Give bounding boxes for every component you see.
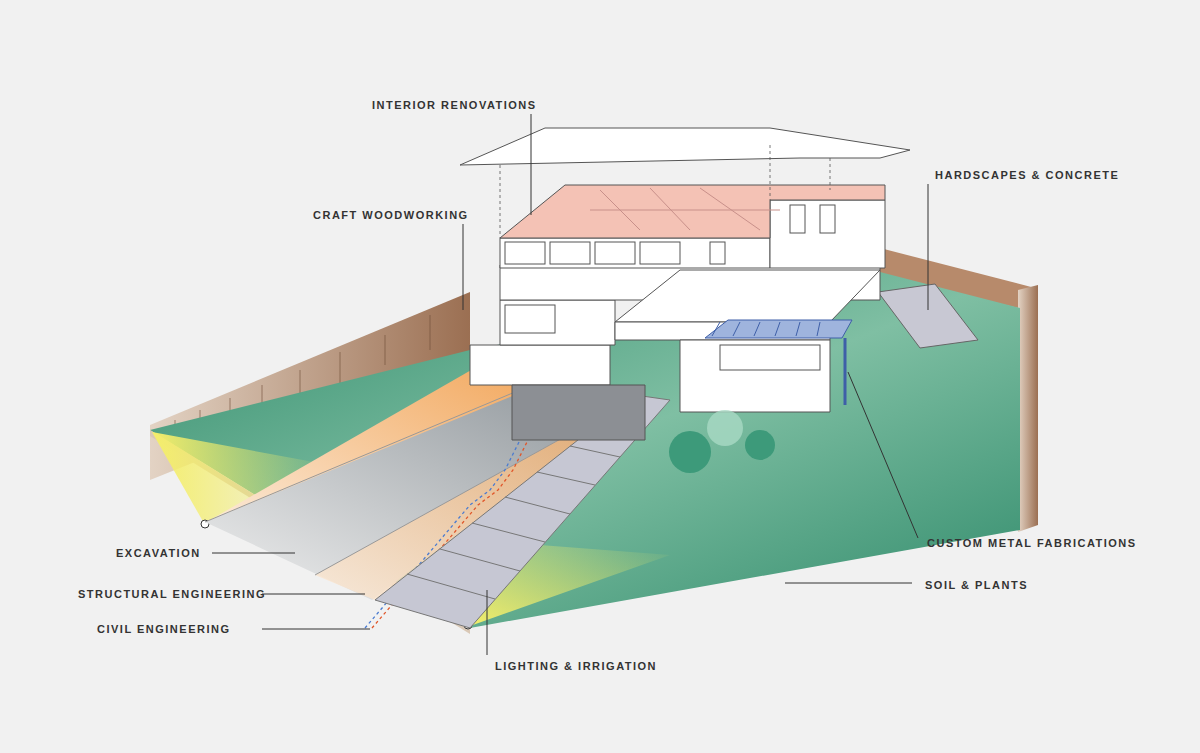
illustration-line [700, 188, 760, 230]
illustration-polygon [460, 128, 910, 165]
illustration-polyline [848, 372, 918, 538]
callout-label: INTERIOR RENOVATIONS [372, 98, 537, 112]
illustration-rect [640, 242, 680, 264]
illustration-polygon [512, 385, 645, 440]
illustration-line [754, 322, 760, 336]
illustration-line [570, 446, 620, 457]
illustration-rect [820, 205, 835, 233]
illustration-polygon [1018, 285, 1038, 532]
illustration-g [505, 205, 835, 370]
illustration-line [650, 188, 690, 230]
illustration-rect [720, 345, 820, 370]
illustration-line [340, 352, 341, 385]
callout-label: CRAFT WOODWORKING [313, 208, 469, 222]
illustration-g [500, 145, 830, 238]
illustration-rect [550, 242, 590, 264]
illustration-line [733, 322, 740, 336]
callout-label: STRUCTURAL ENGINEERING [78, 587, 266, 601]
illustration-polygon [470, 345, 610, 385]
illustration-line [770, 145, 771, 200]
illustration-g [712, 322, 820, 336]
illustration-line [262, 629, 370, 630]
illustration-line [505, 497, 570, 514]
illustration-line [830, 158, 831, 190]
illustration-polygon [680, 340, 830, 412]
illustration-g [460, 128, 910, 440]
illustration-circle [669, 431, 711, 473]
callout-label: CUSTOM METAL FABRICATIONS [927, 536, 1137, 550]
illustration-line [796, 322, 800, 336]
illustration-polygon [500, 238, 770, 268]
illustration-g [590, 188, 780, 230]
illustration-rect [505, 305, 555, 333]
callout-label: CIVIL ENGINEERING [97, 622, 230, 636]
illustration-line [817, 322, 820, 336]
illustration-rect [595, 242, 635, 264]
illustration-rect [505, 242, 545, 264]
illustration-line [775, 322, 780, 336]
illustration-circle [707, 410, 743, 446]
illustration-polygon [150, 272, 1020, 628]
illustration-line [487, 590, 488, 655]
illustration-line [463, 224, 464, 310]
illustration-polygon [500, 185, 885, 238]
illustration-polygon [615, 270, 880, 322]
illustration-circle [745, 430, 775, 460]
illustration-line [262, 594, 365, 595]
illustration-polygon [500, 300, 615, 345]
illustration-line [212, 553, 295, 554]
illustration-line [531, 114, 532, 215]
illustration-line [928, 184, 929, 310]
illustration-rect [710, 242, 725, 264]
illustration-line [500, 165, 501, 238]
illustration-line [407, 574, 495, 599]
illustration-line [205, 392, 515, 522]
illustration-line [440, 549, 520, 571]
illustration-polygon [705, 320, 852, 338]
illustration-g [212, 114, 928, 655]
illustration-line [537, 472, 595, 485]
callout-label: EXCAVATION [116, 546, 201, 560]
callout-label: HARDSCAPES & CONCRETE [935, 168, 1119, 182]
callout-label: SOIL & PLANTS [925, 578, 1028, 592]
illustration-line [590, 210, 780, 211]
illustration-line [472, 523, 545, 542]
illustration-line [785, 583, 912, 584]
illustration-line [844, 338, 847, 405]
callout-label: LIGHTING & IRRIGATION [495, 659, 657, 673]
illustration-line [430, 315, 431, 350]
illustration-line [385, 335, 386, 365]
illustration-g [407, 421, 645, 599]
illustration-line [712, 322, 720, 336]
illustration-polygon [770, 200, 885, 268]
illustration-rect [790, 205, 805, 233]
